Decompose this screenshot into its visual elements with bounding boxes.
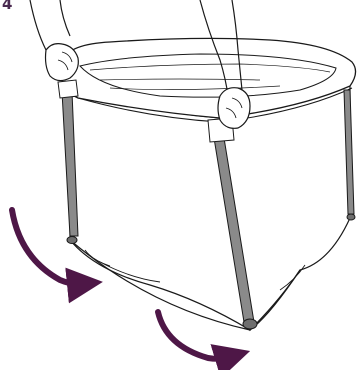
left-hand xyxy=(46,44,79,81)
leg-foot-left xyxy=(67,237,77,244)
hinge-left xyxy=(58,80,78,98)
leg-foot-right xyxy=(347,214,355,220)
right-hand xyxy=(218,88,250,129)
leg-foot-center xyxy=(243,319,257,329)
